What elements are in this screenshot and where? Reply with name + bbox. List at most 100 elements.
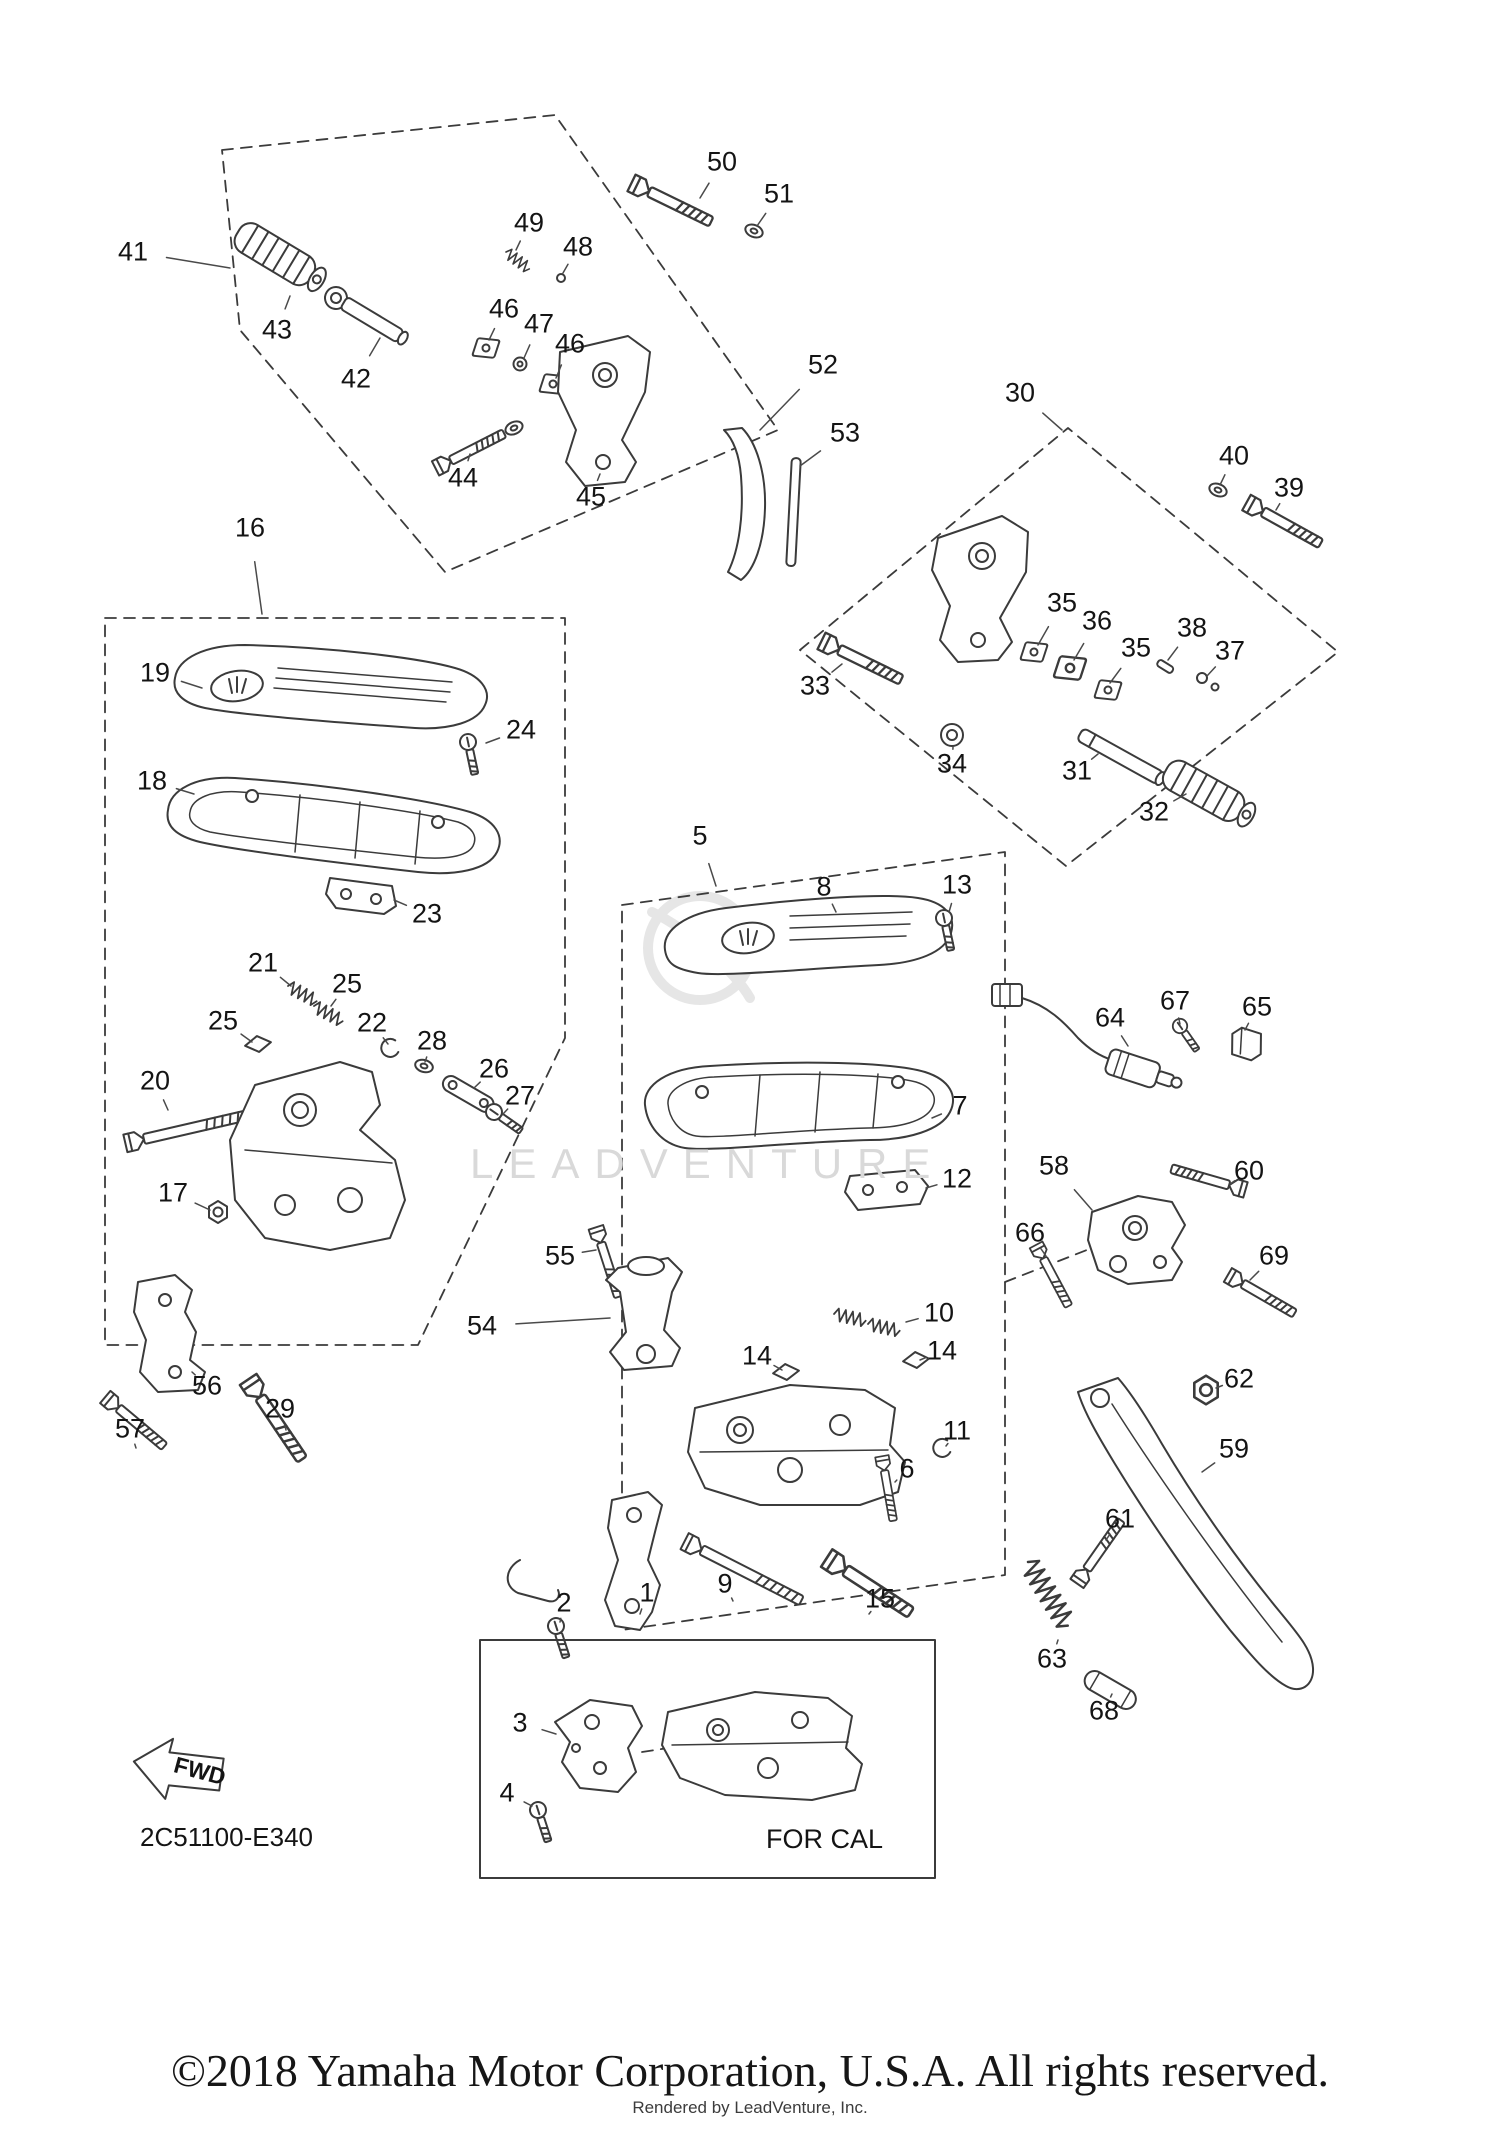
part-strip-53 (785, 457, 802, 567)
leader-line-66 (1040, 1248, 1047, 1257)
callout-60: 60 (1233, 1155, 1265, 1186)
callout-47: 47 (523, 308, 555, 339)
copyright-text: ©2018 Yamaha Motor Corporation, U.S.A. A… (170, 2045, 1330, 2096)
part-spring-63 (1018, 1555, 1078, 1633)
callout-66: 66 (1014, 1217, 1046, 1248)
callout-9: 9 (717, 1568, 733, 1599)
leader-lines (134, 182, 1281, 1807)
callout-2: 2 (556, 1587, 572, 1618)
part-spring-49 (501, 246, 534, 275)
assembly-passenger-footrest-left (228, 173, 802, 581)
leader-line-42 (368, 337, 381, 357)
leader-line-14 (919, 1356, 927, 1361)
callout-65: 65 (1241, 991, 1273, 1022)
group-box-30 (799, 427, 1339, 867)
callout-51: 51 (763, 178, 795, 209)
callout-43: 43 (261, 314, 293, 345)
leader-line-64 (1120, 1035, 1129, 1047)
callout-29: 29 (264, 1393, 296, 1424)
leader-line-46 (488, 327, 496, 341)
leader-line-23 (393, 899, 408, 907)
leader-line-49 (515, 240, 522, 251)
callout-54: 54 (466, 1310, 498, 1341)
leader-line-50 (699, 182, 710, 199)
callout-11: 11 (942, 1415, 972, 1446)
part-bolt-39 (1241, 493, 1326, 553)
callout-19: 19 (139, 657, 171, 688)
part-cover-52 (723, 427, 767, 581)
leader-line-43 (284, 295, 291, 310)
leader-line-44 (467, 453, 471, 462)
part-washer-45 (502, 417, 526, 439)
callout-8: 8 (816, 871, 832, 902)
callout-46: 46 (488, 293, 520, 324)
callout-24: 24 (505, 714, 537, 745)
part-plate-25 (243, 1033, 273, 1055)
part-link-26 (441, 1075, 495, 1113)
callout-56: 56 (191, 1370, 223, 1401)
leader-line-32 (1173, 793, 1187, 802)
part-footrest-bar-43 (228, 217, 333, 298)
leader-line-65 (1244, 1022, 1250, 1031)
for-cal-box (479, 1639, 936, 1879)
leader-line-55 (581, 1249, 597, 1254)
leader-line-24 (485, 737, 501, 744)
callout-26: 26 (478, 1053, 510, 1084)
leader-line-19 (180, 680, 203, 689)
callout-52: 52 (807, 349, 839, 380)
leader-line-57 (134, 1443, 137, 1449)
callout-58: 58 (1038, 1150, 1070, 1181)
leader-line-7 (931, 1113, 943, 1119)
for-cal-label: FOR CAL (766, 1824, 884, 1854)
part-floorboard-top-8 (663, 895, 954, 976)
callout-30: 30 (1004, 377, 1036, 408)
callout-1: 1 (639, 1577, 655, 1608)
part-spring-25 (310, 999, 347, 1028)
callout-25: 25 (207, 1005, 239, 1036)
part-bracket-56 (133, 1274, 206, 1393)
callout-3: 3 (512, 1707, 528, 1738)
callout-62: 62 (1223, 1363, 1255, 1394)
part-bracket-17 (229, 1061, 406, 1251)
callout-25: 25 (331, 968, 363, 999)
callout-55: 55 (544, 1240, 576, 1271)
leader-line-69 (1249, 1270, 1260, 1281)
callout-10: 10 (923, 1297, 955, 1328)
leader-line-52 (759, 388, 801, 431)
callout-6: 6 (899, 1453, 915, 1484)
part-bracket-23 (325, 877, 397, 915)
part-floorboard-base-7 (643, 1061, 954, 1150)
watermark-text: LEADVENTURE (470, 1140, 946, 1187)
leader-line-9 (730, 1597, 734, 1602)
callout-21: 21 (247, 947, 279, 978)
group-box-41 (221, 114, 779, 573)
group-boundaries (104, 114, 1339, 1631)
leader-line-40 (1219, 474, 1226, 486)
callout-67: 67 (1159, 985, 1191, 1016)
part-spring-21 (284, 979, 321, 1008)
part-plate-36 (1052, 654, 1088, 682)
callout-57: 57 (114, 1413, 146, 1444)
leader-line-53 (799, 450, 822, 467)
leader-line-47 (523, 344, 531, 359)
part-ball-48 (556, 273, 566, 283)
part-washer-40 (1206, 480, 1230, 500)
part-pin-38 (1156, 659, 1175, 674)
part-plate-35a (1019, 640, 1049, 664)
fwd-arrow: FWD (132, 1737, 229, 1800)
part-plate-14b (901, 1349, 931, 1371)
callout-17: 17 (157, 1177, 189, 1208)
callout-50: 50 (706, 146, 738, 177)
leader-line-8 (831, 903, 837, 913)
leader-line-45 (596, 473, 601, 482)
leader-line-62 (1215, 1384, 1224, 1389)
callout-32: 32 (1138, 796, 1170, 827)
callout-13: 13 (941, 869, 973, 900)
part-switch-64 (991, 983, 1183, 1089)
part-footrest-bracket-45 (557, 335, 651, 487)
part-bracket-58 (1087, 1195, 1186, 1285)
leader-line-37 (1206, 666, 1217, 677)
leader-line-33 (831, 663, 843, 673)
